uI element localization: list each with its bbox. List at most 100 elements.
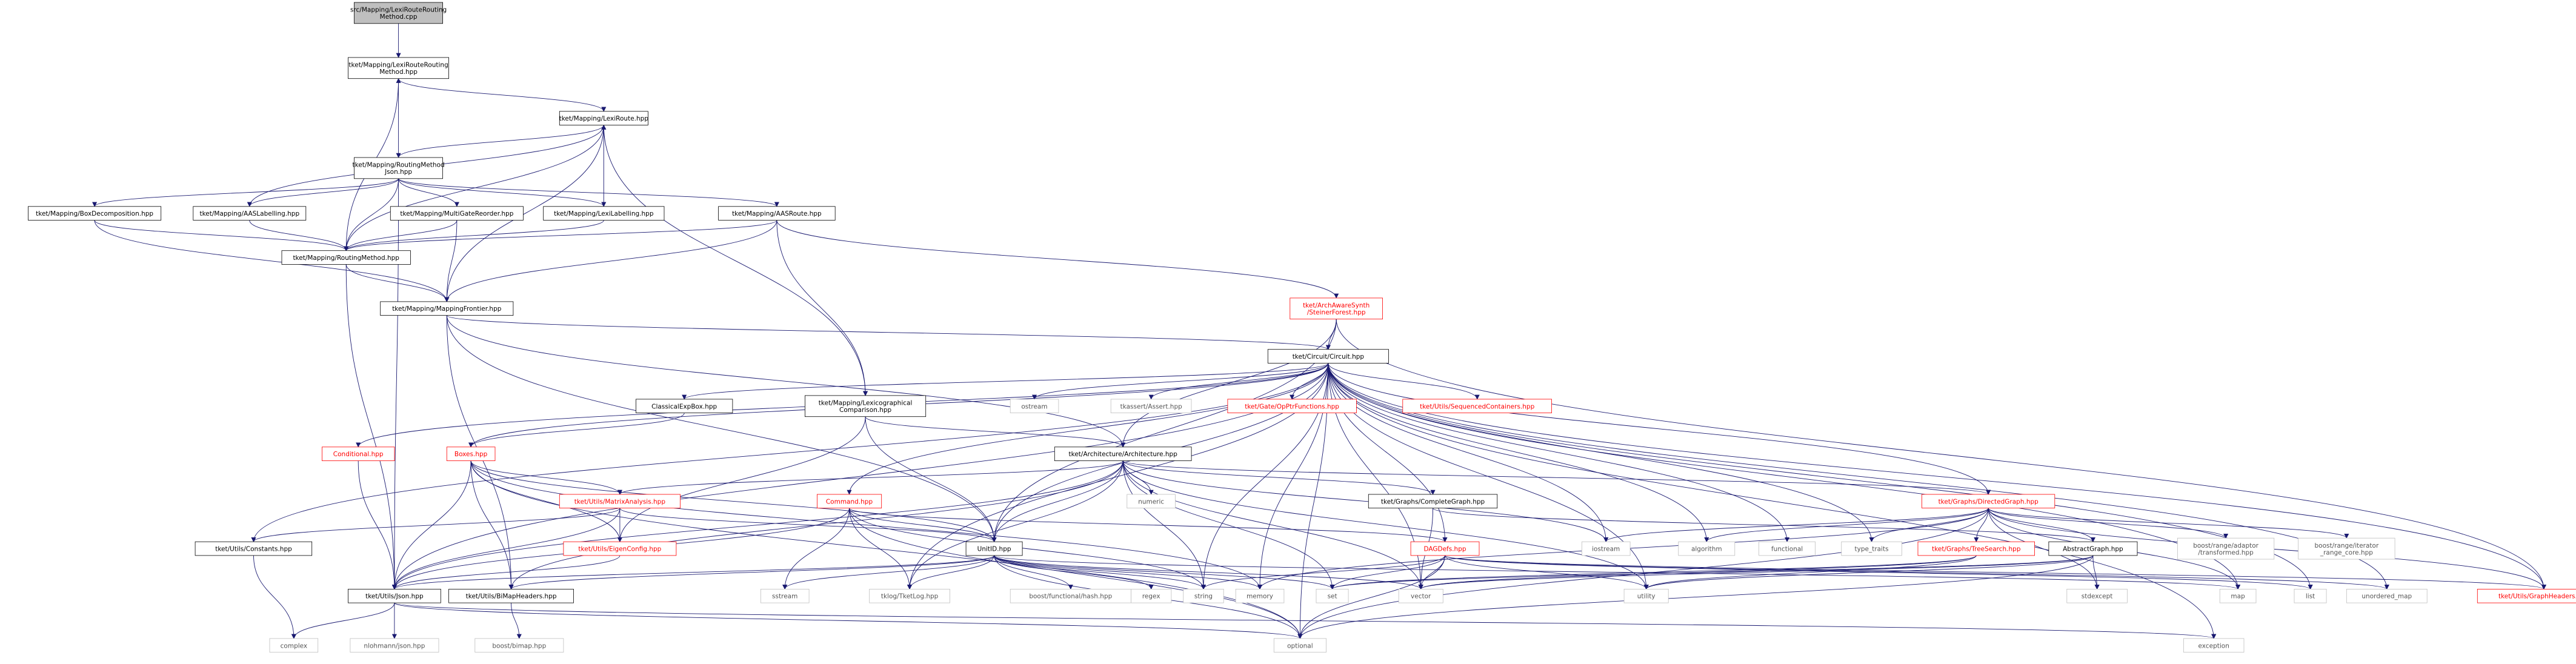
dependency-edges: [92, 23, 2546, 639]
node-eigen-config[interactable]: tket/Utils/EigenConfig.hpp: [563, 541, 677, 556]
node-command[interactable]: Command.hpp: [817, 494, 882, 509]
node-graph-headers[interactable]: tket/Utils/GraphHeaders.hpp: [2477, 589, 2576, 603]
node-label: set: [1328, 593, 1337, 600]
node-circuit[interactable]: tket/Circuit/Circuit.hpp: [1267, 349, 1390, 364]
node-lexiroute[interactable]: tket/Mapping/LexiRoute.hpp: [559, 111, 649, 125]
node-box: [563, 541, 677, 556]
edge-mapping_frontier-to-unitid: [446, 315, 997, 543]
edge-circuit-to-exception: [1328, 363, 2217, 639]
edge-aas_route-to-lexico_comparison: [776, 220, 868, 396]
node-bimap-headers[interactable]: tket/Utils/BiMapHeaders.hpp: [448, 589, 574, 603]
node-abstract-graph[interactable]: AbstractGraph.hpp: [2048, 541, 2138, 556]
edge-circuit-to-algorithm: [1328, 363, 1709, 543]
node-complex: complex: [269, 638, 319, 653]
node-complete-graph[interactable]: tket/Graphs/CompleteGraph.hpp: [1368, 494, 1498, 509]
node-classical-expbox[interactable]: ClassicalExpBox.hpp: [636, 399, 733, 414]
edge-multigate_reorder-to-routing_method: [344, 220, 458, 251]
node-dagdefs[interactable]: DAGDefs.hpp: [1410, 541, 1480, 556]
node-tree-search[interactable]: tket/Graphs/TreeSearch.hpp: [1917, 541, 2035, 556]
node-box: [1922, 494, 2055, 509]
node-steiner-forest[interactable]: tket/ArchAwareSynth/SteinerForest.hpp: [1290, 297, 1383, 320]
node-aas-route[interactable]: tket/Mapping/AASRoute.hpp: [718, 206, 836, 221]
node-box-decomposition[interactable]: tket/Mapping/BoxDecomposition.hpp: [28, 206, 162, 221]
edge-routing_method_json-to-lexi_labelling: [398, 178, 607, 207]
node-unitid[interactable]: UnitID.hpp: [965, 541, 1023, 556]
node-label: vector: [1411, 593, 1431, 600]
node-mapping-frontier[interactable]: tket/Mapping/MappingFrontier.hpp: [380, 301, 514, 316]
node-box: [2177, 537, 2275, 560]
node-label: boost/bimap.hpp: [492, 642, 546, 649]
node-iostream: iostream: [1581, 541, 1631, 556]
node-lexico-comparison[interactable]: tket/Mapping/LexicographicalComparison.h…: [805, 395, 927, 417]
node-label: ClassicalExpBox.hpp: [651, 403, 717, 410]
edge-lexico_comparison-to-architecture: [865, 416, 1126, 448]
node-box: [1235, 589, 1285, 603]
node-label: boost/range/iterator: [2314, 542, 2378, 549]
node-architecture[interactable]: tket/Architecture/Architecture.hpp: [1054, 447, 1192, 461]
edge-directed_graph-to-adaptor_transformed: [1988, 508, 2229, 539]
node-box: [805, 395, 927, 417]
edge-aas_route-to-steiner_forest: [776, 220, 1339, 299]
node-box: [390, 206, 524, 221]
node-box: [1398, 589, 1443, 603]
edge-abstract_graph-to-optional: [1297, 555, 2094, 639]
node-opptr-functions[interactable]: tket/Gate/OpPtrFunctions.hpp: [1227, 399, 1357, 414]
edge-abstract_graph-to-set: [1330, 555, 2094, 590]
edge-conditional-to-utils_json: [358, 460, 397, 590]
node-box: [448, 589, 574, 603]
node-directed-graph[interactable]: tket/Graphs/DirectedGraph.hpp: [1922, 494, 2055, 509]
edge-dagdefs-to-string: [1201, 555, 1445, 590]
node-label: tket/Mapping/RoutingMethod: [353, 162, 445, 169]
edge-directed_graph-to-iterator_range_core: [1988, 508, 2349, 539]
node-label: UnitID.hpp: [977, 546, 1011, 553]
node-conditional[interactable]: Conditional.hpp: [322, 447, 395, 461]
edge-architecture-to-utils_json: [391, 460, 1123, 590]
edge-circuit-to-directed_graph: [1328, 363, 1991, 495]
edge-unitid-to-vector: [994, 555, 1423, 590]
node-matrix-analysis[interactable]: tket/Utils/MatrixAnalysis.hpp: [559, 494, 681, 509]
edge-unitid-to-memory: [994, 555, 1262, 590]
edge-dagdefs-to-utility: [1445, 555, 1649, 590]
node-ostream: ostream: [1010, 399, 1059, 414]
edge-lexiroute_routing_method-to-lexiroute: [398, 78, 607, 112]
node-box: [718, 206, 836, 221]
node-label: Method.hpp: [379, 68, 418, 76]
node-box: [559, 111, 648, 125]
node-label: AbstractGraph.hpp: [2063, 546, 2123, 553]
node-label: exception: [2198, 642, 2229, 649]
node-box: [1010, 399, 1059, 414]
edge-directed_graph-to-iostream: [1603, 508, 1989, 543]
node-box: [760, 589, 810, 603]
edge-circuit-to-ostream: [1032, 363, 1329, 400]
node-box: [817, 494, 882, 509]
edge-lexi_labelling-to-routing_method: [344, 220, 604, 251]
node-box: [2298, 537, 2395, 560]
node-lexi-labelling[interactable]: tket/Mapping/LexiLabelling.hpp: [543, 206, 665, 221]
node-label: tket/Utils/MatrixAnalysis.hpp: [574, 498, 666, 505]
node-routing-method[interactable]: tket/Mapping/RoutingMethod.hpp: [281, 250, 411, 265]
edge-architecture-to-directed_graph: [1122, 460, 1991, 495]
node-boxes[interactable]: Boxes.hpp: [446, 447, 496, 461]
edge-directed_graph-to-abstract_graph: [1988, 508, 2095, 543]
edge-boxes-to-matrix_analysis: [470, 460, 622, 495]
edge-unitid-to-regex: [994, 555, 1154, 590]
node-aas-labelling[interactable]: tket/Mapping/AASLabelling.hpp: [193, 206, 307, 221]
node-label: complex: [281, 642, 308, 649]
node-tklog: tklog/TketLog.hpp: [869, 589, 950, 603]
edge-constants-to-complex: [253, 555, 296, 639]
edge-circuit-to-classical_expbox: [682, 363, 1329, 400]
node-sstream: sstream: [760, 589, 810, 603]
node-utils-json[interactable]: tket/Utils/Json.hpp: [348, 589, 441, 603]
node-box: [2294, 589, 2327, 603]
node-label: boost/functional/hash.hpp: [1029, 593, 1112, 600]
node-constants[interactable]: tket/Utils/Constants.hpp: [195, 541, 313, 556]
node-sequenced-containers[interactable]: tket/Utils/SequencedContainers.hpp: [1402, 399, 1553, 414]
node-multigate-reorder[interactable]: tket/Mapping/MultiGateReorder.hpp: [390, 206, 524, 221]
node-nlohmann: nlohmann/json.hpp: [350, 638, 439, 653]
node-label: tkassert/Assert.hpp: [1120, 403, 1182, 410]
edge-command-to-optional: [849, 508, 1303, 639]
edge-circuit-to-vector: [1328, 363, 1423, 590]
